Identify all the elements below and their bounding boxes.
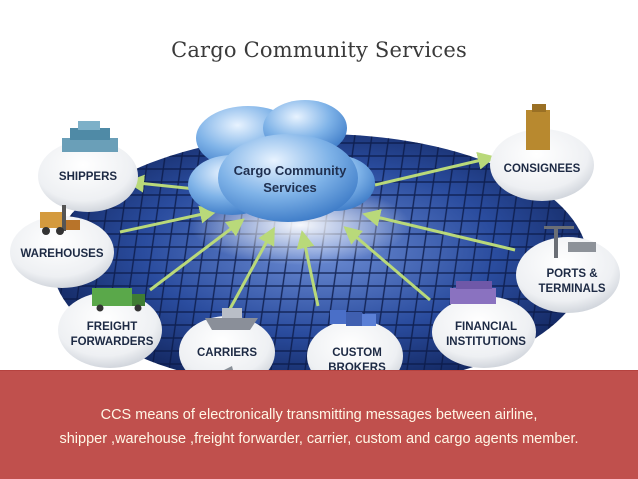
carriers-label: CARRIERS: [197, 347, 257, 359]
node-warehouses: WAREHOUSES: [10, 205, 114, 288]
warehouses-label: WAREHOUSES: [20, 248, 103, 260]
forklift-icon: [40, 205, 80, 235]
banner-line-2: shipper ,warehouse ,freight forwarder, c…: [59, 431, 579, 447]
node-shippers: SHIPPERS: [38, 121, 138, 212]
center-label-line1: Cargo Community: [234, 163, 347, 178]
freight-forwarders-label-line2: FORWARDERS: [71, 336, 154, 348]
shippers-label: SHIPPERS: [59, 171, 117, 183]
puzzle-icon: [330, 310, 376, 326]
node-ports-terminals: PORTS & TERMINALS: [516, 226, 620, 313]
node-consignees: CONSIGNEES: [490, 104, 594, 201]
diagram-title: Cargo Community Services: [171, 38, 467, 62]
node-freight-forwarders: FREIGHT FORWARDERS: [58, 288, 162, 368]
office-tower-icon: [526, 104, 550, 150]
freight-forwarders-label-line1: FREIGHT: [87, 321, 137, 333]
banner-line-1: CCS means of electronically transmitting…: [100, 407, 538, 423]
ports-terminals-label-line1: PORTS &: [546, 268, 597, 280]
truck-icon: [92, 288, 145, 312]
port-crane-icon: [544, 226, 596, 258]
connection-arrows: [119, 151, 516, 319]
node-financial-institutions: FINANCIAL INSTITUTIONS: [432, 281, 536, 368]
consignees-label: CONSIGNEES: [504, 163, 581, 175]
financial-institutions-label-line1: FINANCIAL: [455, 321, 517, 333]
custom-brokers-label-line1: CUSTOM: [332, 347, 382, 359]
center-label-line2: Services: [263, 180, 317, 195]
ports-terminals-label-line2: TERMINALS: [538, 283, 605, 295]
financial-institutions-label-line2: INSTITUTIONS: [446, 336, 526, 348]
ship-icon: [205, 308, 258, 330]
bank-building-icon: [450, 281, 496, 304]
buildings-icon: [62, 121, 118, 152]
description-banner: CCS means of electronically transmitting…: [0, 370, 638, 479]
central-cloud: Cargo Community Services: [188, 100, 375, 222]
